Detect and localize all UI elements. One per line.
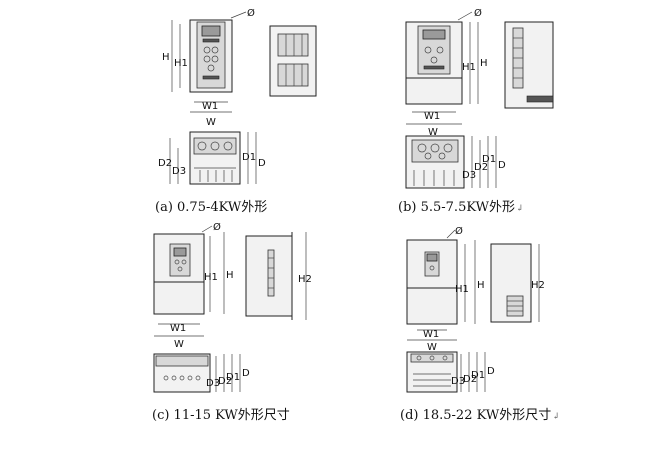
figure-a-h1-label: H1 [174,58,188,69]
figure-d-h1-label: H1 [455,284,469,295]
figure-d-h-label: H [477,280,485,291]
figure-a-d3-label: D3 [172,166,186,177]
figure-d-caption-text: (d) 18.5-22 KW外形尺寸 [400,408,552,423]
figure-c-d1-label: D1 [226,372,240,383]
figure-b-side-view [504,21,554,109]
figure-b-d3-label: D3 [462,170,476,181]
figure-d-d1-label: D1 [471,370,485,381]
figure-d-caption: (d) 18.5-22 KW外形尺寸↲ [400,404,560,423]
figure-c-caption: (c) 11-15 KW外形尺寸 [152,404,290,423]
figure-b-w-label: W [428,127,438,138]
figure-a-w1-label: W1 [202,101,218,112]
figure-b-return-mark: ↲ [515,204,524,214]
figure-d-w1-label: W1 [423,329,439,340]
figure-a-bottom-view [189,131,241,185]
figure-b-caption-text: (b) 5.5-7.5KW外形 [398,200,515,215]
figure-c-caption-text: (c) 11-15 KW外形尺寸 [152,408,290,423]
figure-d-return-mark: ↲ [552,412,560,422]
figure-a-d-label: D [258,158,266,169]
figure-a-caption-text: (a) 0.75-4KW外形 [155,200,268,215]
figure-b-drawing: Ø H1 H W1 W D3 D2 D1 [405,8,554,189]
figure-d-bottom-view [406,351,458,393]
figure-a-caption: (a) 0.75-4KW外形 [155,196,267,215]
figure-a-d1-label: D1 [242,152,256,163]
figure-d-front-view [406,229,458,325]
figure-b-h1-label: H1 [462,62,476,73]
figure-b-h-label: H [480,58,488,69]
figure-b-caption: (b) 5.5-7.5KW外形↲ [398,196,524,215]
figure-c-front-view [153,225,213,315]
figure-a-drawing: Ø H H1 W1 W D2 [158,8,317,185]
figure-a-w-label: W [206,117,216,128]
figure-d-drawing: Ø H1 H W1 W H2 D3 D2 D1 D [406,225,545,393]
figure-c-bottom-view [153,353,211,393]
figure-c-d2-label: D2 [218,376,232,387]
figure-d-h2-label: H2 [531,280,545,291]
figure-a-side-view [269,25,317,97]
figure-d-side-view [490,243,532,323]
figure-c-drawing: Ø H1 H W1 W H2 D3 D2 D1 D [153,222,312,393]
figure-b-bottom-view [405,135,465,189]
figure-c-side-view [245,232,293,320]
figure-b-d-label: D [498,160,506,171]
figure-b-d1-label: D1 [482,154,496,165]
figure-d-d-label: D [487,366,495,377]
figure-d-d3-label: D3 [451,376,465,387]
figure-c-h-label: H [226,270,234,281]
figure-b-d2-label: D2 [474,162,488,173]
figure-c-h2-label: H2 [298,274,312,285]
figure-d-dia-label: Ø [455,225,463,237]
figure-c-d-label: D [242,368,250,379]
figure-b-dia-label: Ø [474,8,482,19]
figure-d-w-label: W [427,342,437,353]
figure-b-front-view [405,11,473,105]
figure-a-dia-label: Ø [247,8,255,19]
figure-a-d2-label: D2 [158,158,172,169]
figure-b-w1-label: W1 [424,111,440,122]
figure-a-h-label: H [162,52,170,63]
figure-c-h1-label: H1 [204,272,218,283]
figure-a-front-view [189,11,247,93]
figure-c-w-label: W [174,339,184,350]
figure-c-d3-label: D3 [206,378,220,389]
figure-d-d2-label: D2 [463,374,477,385]
figure-c-dia-label: Ø [213,222,221,233]
figure-c-w1-label: W1 [170,323,186,334]
